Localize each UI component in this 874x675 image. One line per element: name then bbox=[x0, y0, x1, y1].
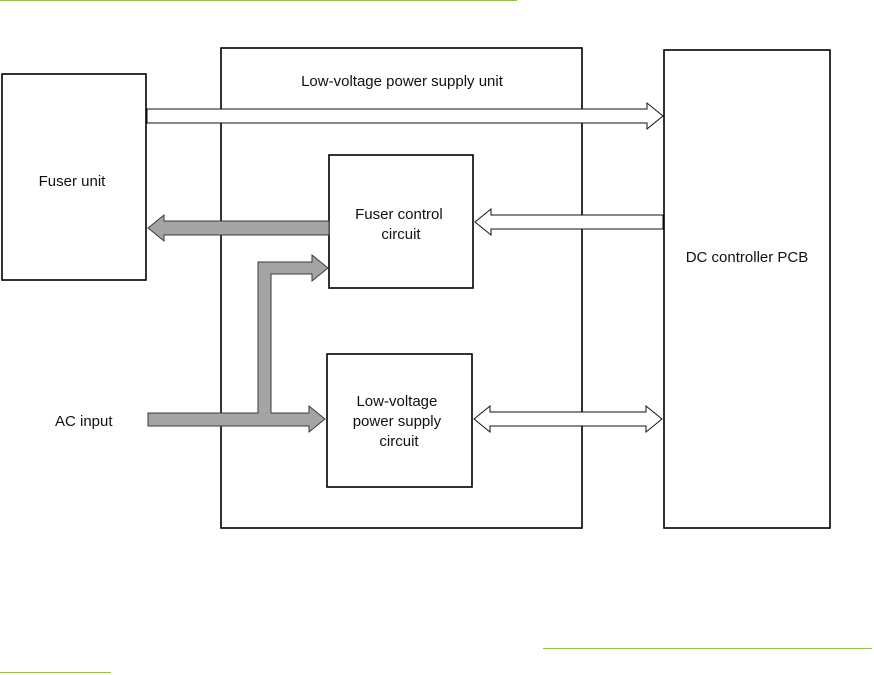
fuser-control-to-fuser-arrow bbox=[147, 213, 330, 243]
lvps-dc-bidirectional-arrow bbox=[473, 404, 663, 434]
lvps-circuit-block bbox=[326, 353, 473, 488]
bottom-divider-line-2 bbox=[0, 672, 111, 673]
block-diagram: Fuser unit Low-voltage power supply unit… bbox=[1, 47, 831, 529]
fuser-unit-block bbox=[1, 73, 147, 281]
bottom-divider-line-1 bbox=[543, 648, 872, 649]
lvps-circuit-label-line-3: circuit bbox=[379, 433, 419, 450]
lvps-circuit-label-line-1: Low-voltage bbox=[356, 393, 437, 410]
dc-to-fuser-control-arrow bbox=[474, 207, 664, 237]
fuser-control-label: Fuser control circuit bbox=[355, 206, 447, 243]
fuser-to-dc-arrow bbox=[146, 101, 664, 131]
dc-controller-pcb-block bbox=[663, 49, 831, 529]
fuser-unit-label: Fuser unit bbox=[39, 173, 107, 190]
fuser-control-label-line-1: Fuser control bbox=[355, 206, 443, 223]
lvps-circuit-label: Low-voltage power supply circuit bbox=[353, 393, 446, 450]
fuser-control-label-line-2: circuit bbox=[381, 226, 421, 243]
lvps-unit-label: Low-voltage power supply unit bbox=[301, 73, 504, 90]
fuser-control-circuit-block bbox=[328, 154, 474, 289]
dc-controller-label: DC controller PCB bbox=[686, 249, 809, 266]
ac-input-distribution-arrow bbox=[147, 253, 329, 434]
lvps-circuit-label-line-2: power supply bbox=[353, 413, 442, 430]
top-divider-line bbox=[0, 0, 517, 1]
ac-input-label: AC input bbox=[55, 413, 113, 430]
